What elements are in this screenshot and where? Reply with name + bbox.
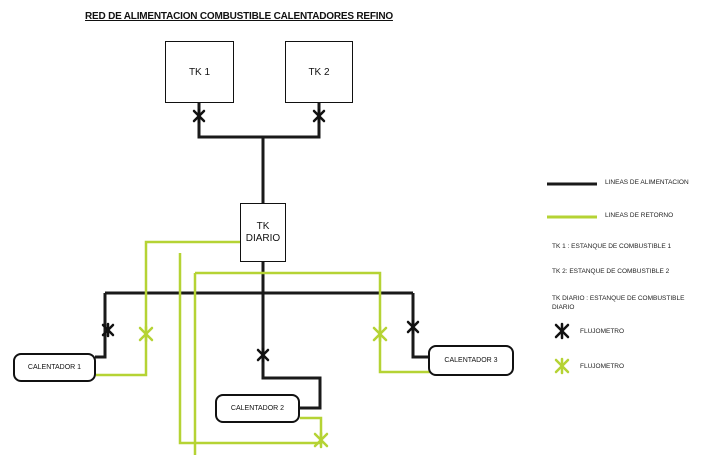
tank-diario-label-2: DIARIO — [245, 232, 281, 244]
legend-flowmeter-black-icon — [554, 322, 570, 340]
heater-calentador-2-label: CALENTADOR 2 — [230, 405, 285, 412]
legend-tk2-description: TK 2: ESTANQUE DE COMBUSTIBLE 2 — [552, 268, 670, 275]
flowmeter-icon-c2 — [256, 347, 270, 363]
tank-tk2-label: TK 2 — [308, 66, 330, 78]
tank-diario-label-1: TK — [256, 220, 270, 232]
heater-calentador-3-label: CALENTADOR 3 — [444, 357, 498, 364]
feed-line-c2 — [261, 293, 322, 410]
legend-diario-description: TK DIARIO : ESTANQUE DE COMBUSTIBLE DIAR… — [552, 295, 685, 311]
flowmeter-icon-tk1 — [192, 108, 206, 124]
tank-diario: TK DIARIO — [240, 203, 286, 262]
legend-flowmeter-green-icon — [554, 357, 570, 375]
heater-calentador-1: CALENTADOR 1 — [13, 353, 96, 382]
legend-flowmeter-green-label: FLUJOMETRO — [580, 363, 625, 370]
flowmeter-green-icon-c2 — [313, 431, 329, 449]
flowmeter-icon-c3 — [406, 319, 420, 335]
flow-meters-green — [138, 325, 388, 449]
diagram-title: RED DE ALIMENTACION COMBUSTIBLE CALENTAD… — [85, 11, 393, 22]
return-line-c3 — [195, 271, 430, 374]
feed-line-tk1-drop — [197, 103, 321, 139]
feed-line-c3 — [411, 293, 430, 359]
flowmeter-green-icon-c3 — [372, 325, 388, 343]
flowmeter-icon-tk2 — [312, 108, 326, 124]
legend-symbols — [547, 182, 597, 375]
flowmeter-icon-c1 — [101, 322, 115, 338]
heater-calentador-2: CALENTADOR 2 — [215, 394, 300, 423]
tank-tk2: TK 2 — [285, 41, 353, 103]
legend-flowmeter-black-label: FLUJOMETRO — [580, 328, 625, 335]
tank-tk1-label: TK 1 — [188, 66, 211, 78]
flow-meters-black — [101, 108, 420, 363]
return-line-c1 — [96, 240, 245, 377]
legend-feed-lines-label: LINEAS DE ALIMENTACION — [605, 179, 689, 186]
heater-calentador-1-label: CALENTADOR 1 — [27, 364, 82, 371]
feed-line-c1 — [95, 293, 107, 359]
legend-return-lines-label: LINEAS DE RETORNO — [605, 212, 674, 219]
legend-tk1-description: TK 1 : ESTANQUE DE COMBUSTIBLE 1 — [552, 243, 672, 250]
flowmeter-green-icon-c1 — [138, 325, 154, 343]
tank-tk1: TK 1 — [165, 41, 234, 103]
heater-calentador-3: CALENTADOR 3 — [428, 345, 514, 376]
